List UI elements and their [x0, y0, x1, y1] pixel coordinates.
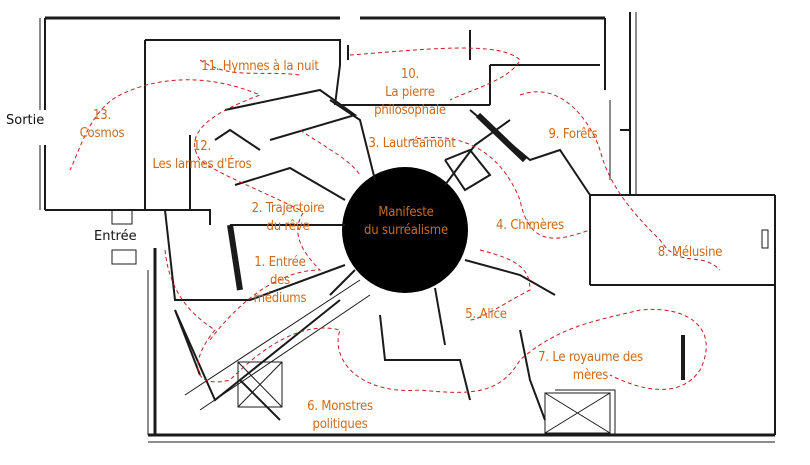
room-label-3: 3. Lautréamont — [368, 136, 456, 151]
room-label-7: 7. Le royaume des mères — [538, 350, 643, 383]
room-label-2: 2. Trajectoire du rêve — [251, 201, 325, 234]
room-label-4: 4. Chimères — [496, 218, 564, 233]
walls — [39, 12, 776, 443]
room-label-5: 5. Alice — [465, 307, 507, 322]
room-label-1: 1. Entrée des médiums — [253, 255, 307, 306]
room-label-12: 12. Les larmes d'Éros — [152, 139, 252, 172]
room-label-10: 10. La pierre philosophale — [374, 67, 446, 118]
entry-label: Entrée — [94, 229, 137, 244]
room-label-8: 8. Mélusine — [657, 245, 723, 260]
exit-label: Sortie — [6, 113, 45, 128]
room-label-9: 9. Forêts — [548, 127, 598, 142]
visitor-path — [69, 47, 721, 393]
room-label-6: 6. Monstres politiques — [307, 399, 373, 432]
room-label-13: 13. Cosmos — [79, 108, 125, 141]
center-label: Manifeste du surréalisme — [364, 205, 448, 238]
room-label-11: 11. Hymnes à la nuit — [201, 59, 319, 74]
